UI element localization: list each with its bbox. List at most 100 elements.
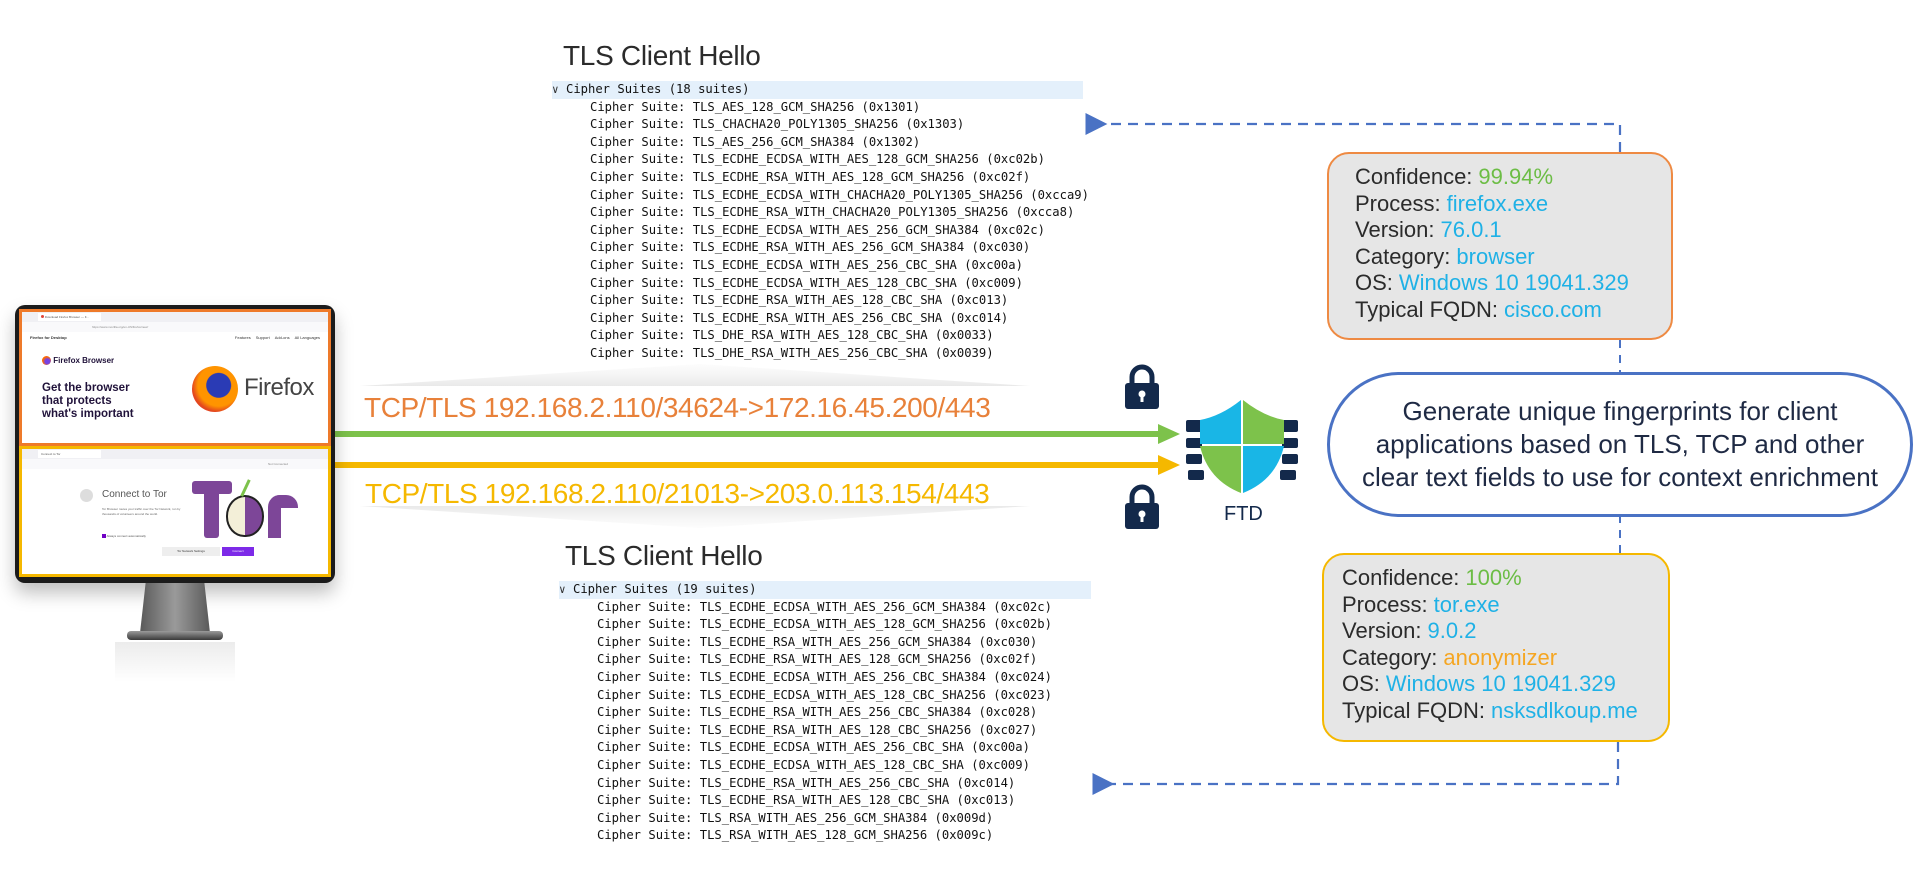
cipher-suite-value: TLS_ECDHE_ECDSA_WITH_AES_128_CBC_SHA (0x…: [692, 275, 1023, 290]
fingerprint-value: firefox.exe: [1446, 190, 1549, 216]
bottom-cipher-suite-row[interactable]: Cipher Suite: TLS_ECDHE_RSA_WITH_AES_128…: [559, 722, 1091, 740]
lock-icon-bottom: [1125, 484, 1159, 529]
checkbox-box[interactable]: [102, 534, 106, 539]
fingerprint-value: 99.94%: [1478, 164, 1554, 189]
firefox-nav-links: Features Support Add-ons All Languages: [235, 332, 320, 344]
bottom-cipher-suite-row[interactable]: Cipher Suite: TLS_ECDHE_ECDSA_WITH_AES_1…: [559, 687, 1091, 705]
cipher-suite-prefix: Cipher Suite:: [590, 293, 693, 308]
nav-link-addons[interactable]: Add-ons: [274, 335, 290, 340]
chevron-down-icon[interactable]: ∨: [559, 583, 566, 596]
top-cipher-suite-row[interactable]: Cipher Suite: TLS_ECDHE_ECDSA_WITH_AES_2…: [552, 222, 1083, 240]
fingerprint-row: Confidence:99.94%: [1355, 164, 1671, 191]
tor-onion-icon: [226, 495, 264, 537]
tor-logo-wordmark: [192, 473, 302, 543]
bottom-cipher-suite-row[interactable]: Cipher Suite: TLS_ECDHE_ECDSA_WITH_AES_1…: [559, 757, 1091, 775]
cipher-suite-prefix: Cipher Suite:: [597, 757, 700, 772]
bottom-cipher-suites-header[interactable]: ∨ Cipher Suites (19 suites): [559, 581, 1091, 599]
firefox-tabbar: Download Firefox Browser — F...: [22, 312, 328, 322]
top-cipher-suite-row[interactable]: Cipher Suite: TLS_AES_128_GCM_SHA256 (0x…: [552, 99, 1083, 117]
top-cipher-suite-row[interactable]: Cipher Suite: TLS_ECDHE_RSA_WITH_AES_256…: [552, 239, 1083, 257]
cipher-suite-value: TLS_ECDHE_RSA_WITH_CHACHA20_POLY1305_SHA…: [692, 205, 1075, 220]
bottom-client-hello-title: TLS Client Hello: [565, 540, 763, 571]
top-cipher-suite-row[interactable]: Cipher Suite: TLS_ECDHE_RSA_WITH_AES_128…: [552, 169, 1083, 187]
firefox-logo-icon: [192, 366, 238, 412]
tor-tab[interactable]: Connect to Tor: [38, 450, 101, 458]
tor-flow-arrowhead: [1158, 455, 1180, 475]
bottom-cipher-suite-row[interactable]: Cipher Suite: TLS_ECDHE_RSA_WITH_AES_256…: [559, 634, 1091, 652]
cipher-suite-prefix: Cipher Suite:: [590, 310, 693, 325]
bottom-cipher-suite-row[interactable]: Cipher Suite: TLS_ECDHE_RSA_WITH_AES_256…: [559, 704, 1091, 722]
top-cipher-suite-row[interactable]: Cipher Suite: TLS_ECDHE_ECDSA_WITH_AES_1…: [552, 151, 1083, 169]
nav-link-support[interactable]: Support: [255, 335, 270, 340]
cipher-suite-prefix: Cipher Suite:: [590, 222, 693, 237]
fingerprint-value: Windows 10 19041.329: [1398, 270, 1629, 295]
cipher-suite-value: TLS_ECDHE_ECDSA_WITH_AES_128_GCM_SHA256 …: [692, 152, 1045, 167]
top-cipher-suite-row[interactable]: Cipher Suite: TLS_ECDHE_RSA_WITH_AES_256…: [552, 310, 1083, 328]
bottom-cipher-suite-row[interactable]: Cipher Suite: TLS_ECDHE_RSA_WITH_AES_128…: [559, 651, 1091, 669]
top-cipher-suite-row[interactable]: Cipher Suite: TLS_CHACHA20_POLY1305_SHA2…: [552, 116, 1083, 134]
top-cipher-suite-row[interactable]: Cipher Suite: TLS_ECDHE_ECDSA_WITH_CHACH…: [552, 187, 1089, 205]
bottom-cipher-suite-row[interactable]: Cipher Suite: TLS_ECDHE_RSA_WITH_AES_128…: [559, 792, 1091, 810]
fingerprint-row: Version:76.0.1: [1355, 217, 1671, 244]
top-cipher-suite-row[interactable]: Cipher Suite: TLS_ECDHE_ECDSA_WITH_AES_2…: [552, 257, 1083, 275]
firefox-connection-label: TCP/TLS 192.168.2.110/34624->172.16.45.2…: [364, 392, 991, 423]
fingerprint-row: Process:firefox.exe: [1355, 191, 1671, 218]
bottom-cipher-suite-row[interactable]: Cipher Suite: TLS_ECDHE_ECDSA_WITH_AES_1…: [559, 616, 1091, 634]
tor-body-text: Tor Browser routes your traffic over the…: [102, 507, 181, 516]
firefox-brand: Firefox Browser: [42, 356, 114, 366]
tor-connection-label: TCP/TLS 192.168.2.110/21013->203.0.113.1…: [365, 478, 990, 509]
top-cipher-suite-row[interactable]: Cipher Suite: TLS_ECDHE_RSA_WITH_CHACHA2…: [552, 204, 1083, 222]
tor-window: Connect to Tor Not Connected Connect to …: [19, 446, 331, 577]
fingerprint-value: 9.0.2: [1427, 618, 1477, 643]
firefox-tab-title: Download Firefox Browser — F...: [44, 315, 89, 319]
chevron-down-icon[interactable]: ∨: [552, 83, 559, 96]
top-cipher-suite-row[interactable]: Cipher Suite: TLS_ECDHE_ECDSA_WITH_AES_1…: [552, 275, 1083, 293]
fingerprint-description: Generate unique fingerprints for client …: [1327, 372, 1913, 517]
tor-auto-connect-checkbox[interactable]: Always connect automatically: [102, 534, 146, 539]
cipher-suite-prefix: Cipher Suite:: [590, 205, 693, 220]
tor-network-settings-button[interactable]: Tor Network Settings: [162, 547, 220, 556]
bottom-cipher-suite-row[interactable]: Cipher Suite: TLS_ECDHE_ECDSA_WITH_AES_2…: [559, 599, 1091, 617]
fingerprint-row: Process:tor.exe: [1342, 592, 1668, 619]
top-cipher-suite-row[interactable]: Cipher Suite: TLS_ECDHE_RSA_WITH_AES_128…: [552, 292, 1083, 310]
top-cipher-suite-row[interactable]: Cipher Suite: TLS_AES_256_GCM_SHA384 (0x…: [552, 134, 1083, 152]
fingerprint-value: 100%: [1465, 565, 1522, 590]
fingerprint-key: OS:: [1355, 270, 1393, 295]
fingerprint-value: 76.0.1: [1440, 217, 1502, 242]
cipher-suite-value: TLS_ECDHE_RSA_WITH_AES_256_GCM_SHA384 (0…: [692, 240, 1031, 255]
bottom-cipher-suite-row[interactable]: Cipher Suite: TLS_RSA_WITH_AES_128_GCM_S…: [559, 827, 1091, 845]
cipher-suite-prefix: Cipher Suite:: [590, 275, 693, 290]
firefox-urlbar[interactable]: https://www.mozilla.org/en-US/firefox/ne…: [22, 322, 328, 332]
top-cipher-suite-row[interactable]: Cipher Suite: TLS_DHE_RSA_WITH_AES_256_C…: [552, 345, 1083, 363]
nav-link-features[interactable]: Features: [234, 335, 251, 340]
cipher-suite-prefix: Cipher Suite:: [597, 669, 700, 684]
cipher-suite-prefix: Cipher Suite:: [590, 152, 693, 167]
fingerprint-row: Typical FQDN:nsksdlkoup.me: [1342, 698, 1668, 725]
cipher-suite-value: TLS_ECDHE_ECDSA_WITH_AES_128_GCM_SHA256 …: [699, 617, 1052, 632]
fingerprint-row: Version:9.0.2: [1342, 618, 1668, 645]
cipher-suite-prefix: Cipher Suite:: [597, 722, 700, 737]
cipher-suite-value: TLS_ECDHE_RSA_WITH_AES_256_CBC_SHA (0xc0…: [692, 310, 1009, 325]
cipher-suite-value: TLS_ECDHE_ECDSA_WITH_AES_256_GCM_SHA384 …: [692, 222, 1045, 237]
cipher-suite-prefix: Cipher Suite:: [590, 187, 693, 202]
bottom-cipher-suite-row[interactable]: Cipher Suite: TLS_ECDHE_RSA_WITH_AES_256…: [559, 775, 1091, 793]
bottom-cipher-suite-row[interactable]: Cipher Suite: TLS_ECDHE_ECDSA_WITH_AES_2…: [559, 669, 1091, 687]
firefox-feedback-dashed-arrow: [1085, 113, 1622, 152]
top-cipher-suites-header[interactable]: ∨ Cipher Suites (18 suites): [552, 81, 1083, 99]
cipher-suite-prefix: Cipher Suite:: [597, 793, 700, 808]
top-cipher-suite-row[interactable]: Cipher Suite: TLS_DHE_RSA_WITH_AES_128_C…: [552, 327, 1083, 345]
cipher-suite-prefix: Cipher Suite:: [590, 328, 693, 343]
fingerprint-key: Confidence:: [1342, 565, 1460, 590]
tor-toolbar: Not Connected: [22, 459, 328, 469]
nav-link-languages[interactable]: All Languages: [294, 335, 320, 340]
firefox-tab[interactable]: Download Firefox Browser — F...: [38, 313, 101, 321]
top-client-hello-title: TLS Client Hello: [563, 40, 761, 71]
bottom-cipher-suite-row[interactable]: Cipher Suite: TLS_ECDHE_ECDSA_WITH_AES_2…: [559, 739, 1091, 757]
fingerprint-row: Typical FQDN:cisco.com: [1355, 297, 1671, 324]
tor-connect-button[interactable]: Connect: [222, 547, 254, 556]
firefox-favicon: [41, 315, 44, 318]
bottom-cipher-suite-row[interactable]: Cipher Suite: TLS_RSA_WITH_AES_256_GCM_S…: [559, 810, 1091, 828]
fingerprint-row: OS:Windows 10 19041.329: [1342, 671, 1668, 698]
cipher-suite-prefix: Cipher Suite:: [590, 99, 693, 114]
